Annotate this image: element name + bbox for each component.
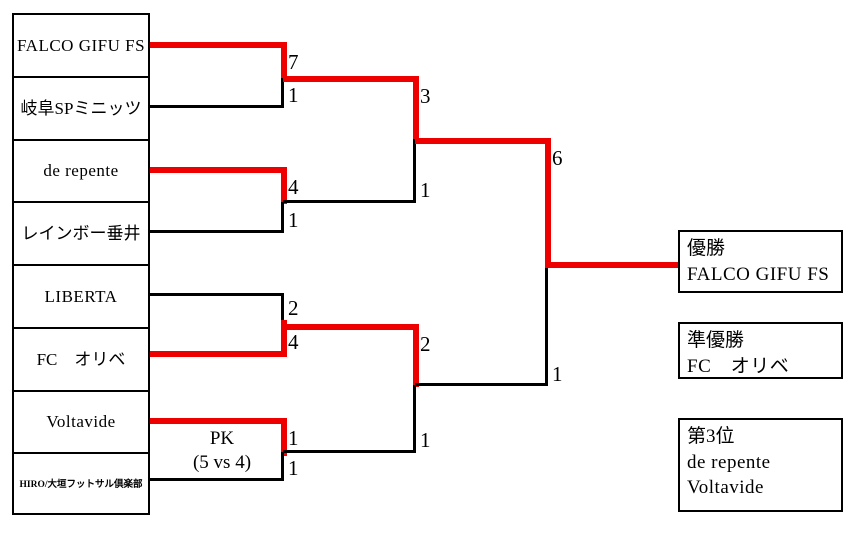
team-row: 岐阜SPミニッツ (14, 78, 148, 141)
qf1-vertical-loser (281, 78, 284, 108)
qf4-top-score: 1 (288, 426, 299, 450)
champion-connector (545, 262, 680, 268)
result-box-runner-up: 準優勝 FC オリベ (678, 322, 843, 379)
qf3-top-score: 2 (288, 296, 299, 320)
team-name-5: LIBERTA (44, 286, 118, 306)
qf1-vertical-winner (281, 42, 287, 81)
qf4-vertical-winner (281, 418, 287, 456)
qf1-top-horizontal (150, 42, 287, 48)
final-bottom-score: 1 (552, 362, 563, 386)
sf2-vertical-winner (413, 324, 419, 387)
qf4-bottom-score: 1 (288, 456, 299, 480)
qf1-bottom-score: 1 (288, 83, 299, 107)
team-name-2: 岐阜SPミニッツ (20, 98, 142, 118)
champion-team-name: FALCO GIFU FS (687, 263, 830, 285)
sf1-bottom-score: 1 (420, 178, 431, 202)
qf2-bottom-score: 1 (288, 208, 299, 232)
sf1-top-score: 3 (420, 84, 431, 108)
sf1-top-horizontal (283, 76, 419, 82)
qf3-vertical-loser (281, 293, 284, 323)
third-place-team-name-1: de repente (687, 451, 771, 473)
sf2-top-score: 2 (420, 332, 431, 356)
final-vertical-winner (545, 138, 551, 268)
team-name-7: Voltavide (46, 412, 116, 432)
champion-rank-label: 優勝 (687, 238, 726, 259)
pk-note-line2: (5 vs 4) (192, 451, 252, 473)
runner-up-team-name: FC オリベ (687, 355, 790, 377)
qf4-bottom-horizontal (150, 478, 283, 481)
team-row: レインボー垂井 (14, 203, 148, 266)
sf2-vertical-loser (413, 385, 416, 453)
team-row: de repente (14, 141, 148, 204)
qf3-vertical-winner (281, 320, 287, 357)
result-box-third-place: 第3位 de repente Voltavide (678, 418, 843, 512)
sf1-bottom-horizontal (283, 200, 416, 203)
pk-note: PK (5 vs 4) (163, 427, 281, 475)
qf3-top-horizontal (150, 293, 283, 296)
final-bottom-horizontal (415, 383, 548, 386)
third-place-team-name-2: Voltavide (687, 477, 764, 499)
team-row: FALCO GIFU FS (14, 15, 148, 78)
qf2-vertical-winner (281, 167, 287, 204)
qf4-top-horizontal (150, 418, 287, 424)
final-top-horizontal (415, 138, 551, 144)
qf4-vertical-loser (281, 452, 284, 481)
team-name-3: de repente (43, 161, 119, 181)
sf2-bottom-score: 1 (420, 428, 431, 452)
team-row: Voltavide (14, 392, 148, 455)
sf2-bottom-horizontal (283, 450, 416, 453)
team-row: LIBERTA (14, 266, 148, 329)
qf2-bottom-horizontal (150, 230, 283, 233)
qf3-bottom-score: 4 (288, 330, 299, 354)
qf2-vertical-loser (281, 202, 284, 233)
qf2-top-score: 4 (288, 175, 299, 199)
runner-up-rank-label: 準優勝 (687, 330, 745, 351)
result-box-champion: 優勝 FALCO GIFU FS (678, 230, 843, 293)
team-row: FC オリベ (14, 329, 148, 392)
sf1-vertical-winner (413, 76, 419, 141)
team-name-8: HIRO/大垣フットサル倶楽部 (19, 479, 143, 490)
team-name-6: FC オリベ (36, 349, 126, 369)
team-name-1: FALCO GIFU FS (16, 35, 146, 55)
qf3-bottom-horizontal (150, 351, 287, 357)
pk-note-line1: PK (209, 428, 235, 449)
sf2-top-horizontal (283, 324, 419, 330)
sf1-vertical-loser (413, 139, 416, 203)
third-place-rank-label: 第3位 (687, 426, 735, 447)
qf2-top-horizontal (150, 167, 287, 173)
qf1-bottom-horizontal (150, 105, 283, 108)
team-name-4: レインボー垂井 (21, 224, 141, 244)
team-list: FALCO GIFU FS 岐阜SPミニッツ de repente レインボー垂… (12, 13, 150, 515)
qf1-top-score: 7 (288, 50, 299, 74)
final-top-score: 6 (552, 146, 563, 170)
final-vertical-loser (545, 265, 548, 386)
team-row: HIRO/大垣フットサル倶楽部 (14, 454, 148, 517)
